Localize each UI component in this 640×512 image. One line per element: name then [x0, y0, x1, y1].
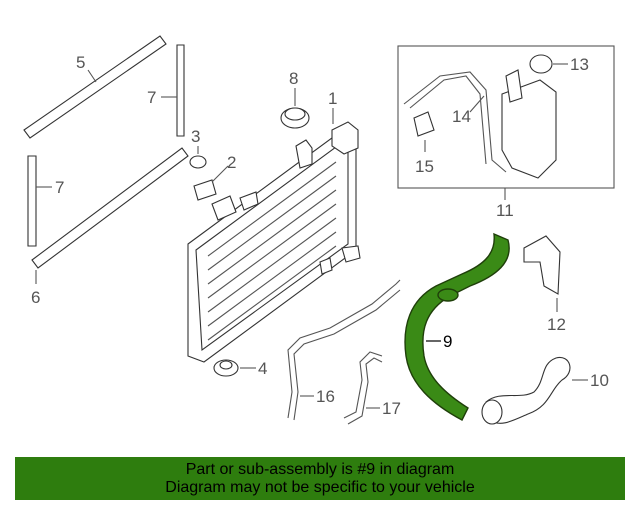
callout-15: 15: [415, 157, 434, 176]
info-banner: Part or sub-assembly is #9 in diagram Di…: [15, 457, 625, 500]
bracket-2: [193, 179, 217, 201]
callout-8: 8: [289, 69, 298, 88]
radiator-hose-9: [404, 232, 510, 421]
reservoir-assembly-box-11: [397, 45, 615, 189]
callout-14: 14: [452, 107, 471, 126]
pipe-17: [343, 351, 383, 425]
callout-5: 5: [76, 53, 85, 72]
callout-6: 6: [31, 288, 40, 307]
callout-9: 9: [443, 332, 452, 351]
pipe-16: [287, 279, 401, 421]
callout-13: 13: [570, 55, 589, 74]
callout-17: 17: [382, 399, 401, 418]
radiator-cap-8: [280, 107, 310, 129]
callout-16: 16: [316, 387, 335, 406]
lower-hose-10: [481, 356, 571, 425]
seal-strip-6: [31, 147, 189, 269]
callout-3: 3: [191, 127, 200, 146]
mount-4: [213, 359, 239, 377]
banner-line-part: Part or sub-assembly is #9 in diagram: [185, 461, 455, 478]
seal-strip-5: [23, 35, 167, 139]
clip-15: [413, 111, 435, 137]
grommet-3: [189, 155, 207, 169]
seal-strip-7-upper: [176, 44, 185, 137]
radiator: [187, 121, 361, 363]
callout-7-left: 7: [55, 178, 64, 197]
callout-11: 11: [496, 201, 514, 220]
callout-10: 10: [590, 371, 609, 390]
reservoir-cap-13: [529, 54, 553, 74]
callout-12: 12: [547, 315, 566, 334]
callout-4: 4: [258, 359, 267, 378]
callout-7-upper: 7: [147, 88, 156, 107]
bracket-12: [523, 235, 561, 295]
seal-strip-7-left: [27, 155, 37, 247]
callout-1: 1: [328, 89, 337, 108]
banner-line-disclaimer: Diagram may not be specific to your vehi…: [165, 479, 475, 496]
callout-2: 2: [227, 153, 236, 172]
